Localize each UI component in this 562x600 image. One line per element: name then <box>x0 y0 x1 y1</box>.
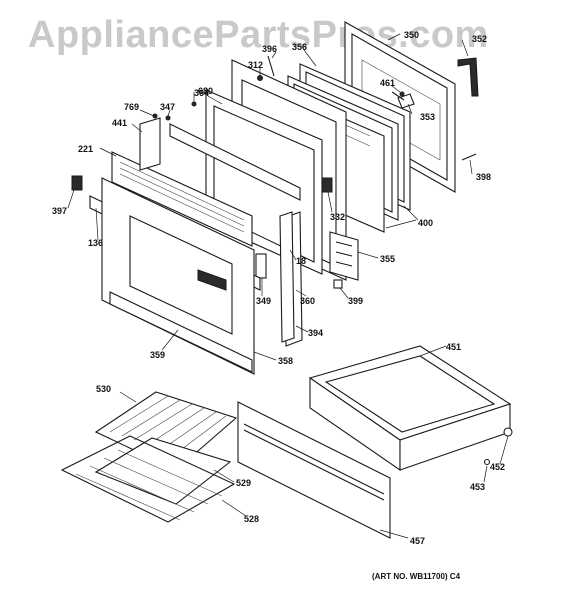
part-label-349: 349 <box>256 296 272 306</box>
clip <box>71 175 83 191</box>
screw-461 <box>399 91 405 97</box>
small-clip <box>333 279 343 289</box>
hinge-bracket <box>391 91 415 109</box>
part-label-680: 680 <box>198 86 214 96</box>
door-trim <box>279 211 295 343</box>
part-label-356: 356 <box>292 42 308 52</box>
screw-769 <box>152 113 158 119</box>
part-label-352: 352 <box>472 34 488 44</box>
part-label-347: 347 <box>160 102 176 112</box>
door-gasket <box>457 57 479 97</box>
left-bracket <box>139 117 161 171</box>
part-label-355: 355 <box>380 254 396 264</box>
screw-680 <box>191 101 197 107</box>
screw-312 <box>257 75 263 81</box>
part-label-360: 360 <box>300 296 316 306</box>
part-label-457: 457 <box>410 536 426 546</box>
part-label-394: 394 <box>308 328 324 338</box>
broil-pan-base <box>94 437 232 505</box>
drawer-roller <box>503 427 513 437</box>
part-label-221: 221 <box>78 144 94 154</box>
part-label-396: 396 <box>262 44 278 54</box>
part-label-353: 353 <box>420 112 436 122</box>
part-label-364: 364 <box>194 88 210 98</box>
part-label-399: 399 <box>348 296 364 306</box>
part-label-441: 441 <box>112 118 128 128</box>
watermark: AppliancePartsPros.com <box>28 14 489 56</box>
part-label-136: 136 <box>88 238 104 248</box>
drawer-box <box>308 345 512 472</box>
part-label-358: 358 <box>278 356 294 366</box>
part-label-350: 350 <box>404 30 420 40</box>
oven-rack <box>60 435 236 523</box>
top-trim-bar <box>169 123 301 201</box>
screw <box>461 153 477 161</box>
part-label-528: 528 <box>244 514 260 524</box>
part-label-312: 312 <box>248 60 264 70</box>
part-label-769: 769 <box>124 102 140 112</box>
leader-lines <box>67 33 509 539</box>
part-label-359: 359 <box>150 350 166 360</box>
outer-door-front <box>101 177 255 375</box>
part-label-18: 18 <box>296 256 307 266</box>
door-hinge <box>329 231 359 281</box>
vent-panel <box>111 151 253 247</box>
handle-bracket <box>255 253 267 279</box>
part-label-400: 400 <box>418 218 434 228</box>
bottom-trim <box>109 291 253 373</box>
part-label-461: 461 <box>380 78 396 88</box>
part-label-452: 452 <box>490 462 506 472</box>
part-label-530: 530 <box>96 384 112 394</box>
part-label-397: 397 <box>52 206 68 216</box>
drawer-screw <box>483 458 491 466</box>
part-label-332: 332 <box>330 212 346 222</box>
part-label-398: 398 <box>476 172 492 182</box>
art-number: (ART NO. WB11700) C4 <box>372 572 461 581</box>
screw-347 <box>165 115 171 121</box>
part-label-453: 453 <box>470 482 486 492</box>
screw-396 <box>267 55 275 77</box>
part-label-529: 529 <box>236 478 252 488</box>
drawer-front <box>237 401 391 539</box>
part-label-451: 451 <box>446 342 462 352</box>
